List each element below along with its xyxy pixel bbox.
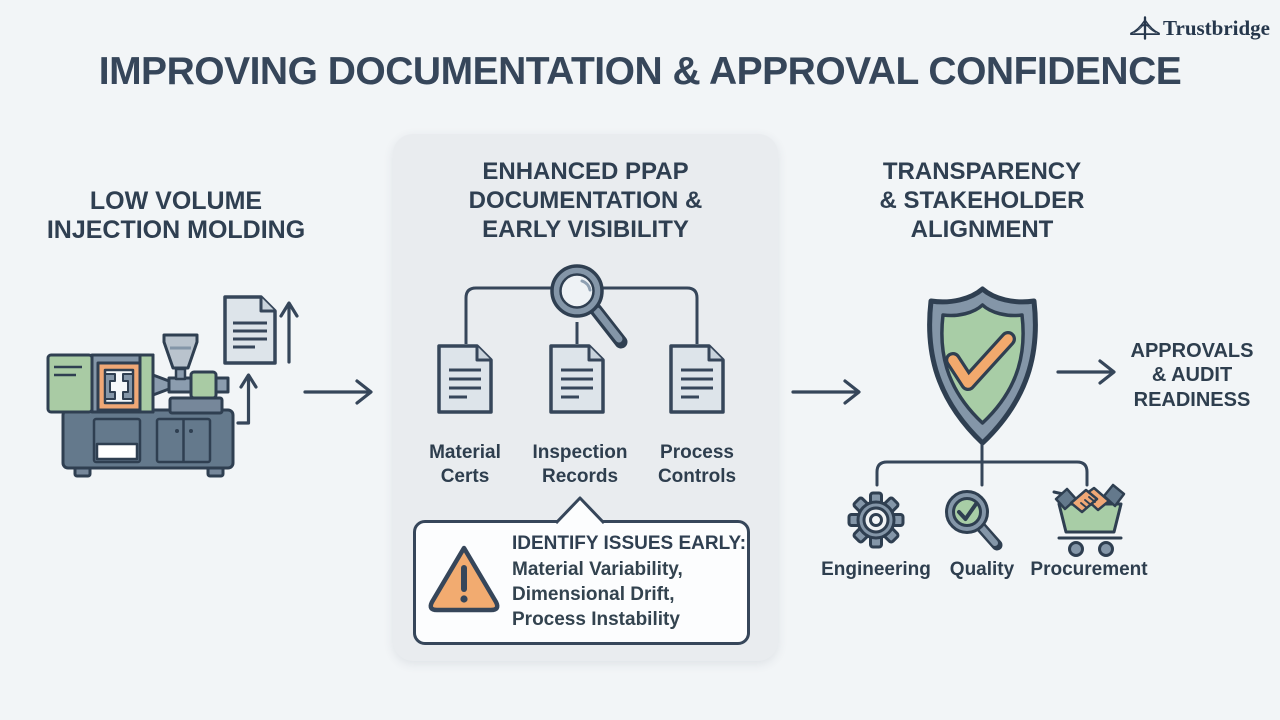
right-arrow-icon — [303, 379, 373, 405]
right-arrow-icon — [791, 379, 861, 405]
doc-label-process-controls: Process Controls — [632, 441, 762, 489]
machine-base — [61, 408, 235, 478]
stakeholder-label-procurement: Procurement — [1030, 559, 1148, 580]
right-heading-line3: ALIGNMENT — [910, 216, 1054, 244]
handshake-cart-icon — [1052, 483, 1126, 557]
left-heading-line1: LOW VOLUME — [89, 187, 263, 215]
right-heading-line2: & STAKEHOLDER — [879, 187, 1085, 215]
callout-item: Dimensional Drift, — [512, 583, 675, 605]
outcome-line1: APPROVALS — [1130, 340, 1254, 362]
callout-text: IDENTIFY ISSUES EARLY: Material Variabil… — [512, 531, 754, 632]
left-section-heading: LOW VOLUME INJECTION MOLDING — [20, 187, 332, 246]
right-section-heading: TRANSPARENCY & STAKEHOLDER ALIGNMENT — [858, 157, 1106, 244]
doc-label-line: Records — [541, 465, 619, 487]
outcome-line2: & AUDIT — [1151, 364, 1233, 387]
callout-pointer — [554, 496, 606, 524]
outcome-line3: READINESS — [1133, 388, 1251, 411]
stakeholder-label-engineering: Engineering — [821, 559, 931, 580]
center-heading-line1: ENHANCED PPAP — [482, 158, 689, 185]
center-section-heading: ENHANCED PPAP DOCUMENTATION & EARLY VISI… — [393, 157, 778, 244]
doc-label-line: Process — [660, 442, 734, 463]
right-arrow-icon — [1056, 359, 1116, 385]
document-icon — [437, 344, 493, 414]
up-arrow-icon — [236, 301, 299, 425]
outcome-text: APPROVALS & AUDIT READINESS — [1118, 339, 1266, 412]
right-heading-line1: TRANSPARENCY — [882, 158, 1082, 185]
page-title: IMPROVING DOCUMENTATION & APPROVAL CONFI… — [98, 50, 1182, 93]
warning-triangle-icon — [428, 545, 500, 613]
center-heading-line2: DOCUMENTATION & — [468, 187, 703, 215]
ppap-documents-diagram — [437, 264, 725, 414]
document-icon — [223, 295, 277, 365]
document-icon — [549, 344, 605, 414]
left-heading-line2: INJECTION MOLDING — [46, 216, 306, 245]
doc-label-inspection-records: Inspection Records — [515, 441, 645, 489]
machine-clamp-unit — [46, 353, 155, 414]
document-icon — [669, 344, 725, 414]
doc-label-material-certs: Material Certs — [400, 441, 530, 489]
doc-label-line: Inspection — [532, 442, 628, 463]
machine-injection-unit — [151, 333, 230, 415]
gear-icon — [847, 491, 905, 549]
doc-label-line: Material — [429, 442, 501, 463]
hopper — [162, 333, 199, 370]
callout-heading: IDENTIFY ISSUES EARLY: — [512, 533, 747, 554]
doc-label-line: Controls — [657, 465, 737, 487]
magnifier-icon — [550, 264, 628, 349]
brand-logo: Trustbridge — [1130, 14, 1270, 42]
connector-lines — [464, 286, 699, 344]
stakeholder-label-quality: Quality — [949, 559, 1015, 580]
stakeholder-icons — [847, 483, 1126, 557]
stakeholder-connector — [875, 443, 1089, 487]
callout-item: Material Variability, — [512, 558, 683, 580]
magnifier-check-icon — [945, 490, 1003, 551]
shield-check-icon — [927, 286, 1038, 446]
callout-item: Process Instability — [512, 608, 680, 630]
center-heading-line3: EARLY VISIBILITY — [482, 216, 689, 244]
bridge-icon — [1130, 16, 1161, 40]
brand-name: Trustbridge — [1163, 15, 1270, 40]
doc-label-line: Certs — [440, 465, 490, 487]
injection-molding-machine-icon — [46, 295, 373, 478]
